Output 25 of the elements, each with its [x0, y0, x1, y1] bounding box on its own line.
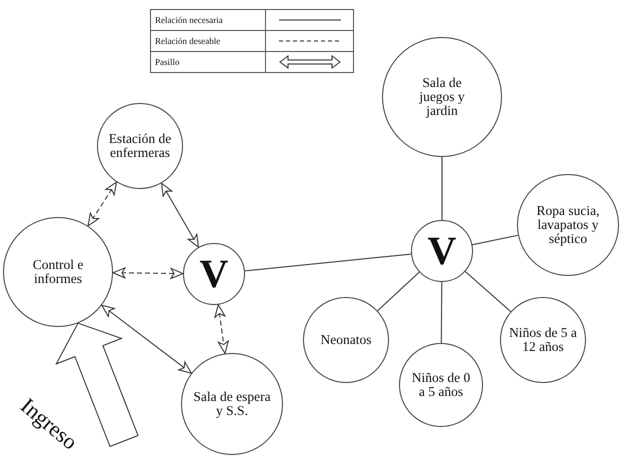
legend-label: Relación necesaria — [151, 10, 266, 30]
room-label: Niños de 0 a 5 años — [410, 370, 472, 400]
room-label: Sala de juegos y jardin — [418, 76, 466, 118]
connector-line — [377, 272, 420, 312]
room-label: Ropa sucia, lavapatos y séptico — [536, 204, 600, 246]
room-label: Sala de espera y S.S. — [192, 390, 272, 418]
room-label: Control e informes — [32, 258, 84, 286]
connector-line — [464, 271, 512, 312]
junction-letter: V — [200, 254, 228, 294]
room-label: Neonatos — [320, 332, 372, 348]
room-label: Estación de enfermeras — [108, 132, 172, 160]
legend-label: Relación deseable — [151, 31, 266, 51]
dashed-arrow — [88, 182, 118, 226]
arrow — [101, 304, 192, 374]
junction-letter: V — [428, 231, 456, 271]
connector-line — [244, 254, 412, 272]
arrow — [161, 182, 199, 248]
connector-line — [472, 234, 519, 246]
junction-circle — [411, 220, 473, 282]
legend-label: Pasillo — [151, 52, 266, 72]
corridor-arrow — [55, 322, 139, 448]
dashed-arrow — [214, 304, 229, 354]
dashed-arrow — [112, 267, 184, 279]
room-label: Niños de 5 a 12 años — [508, 326, 578, 354]
connector-line — [440, 282, 442, 344]
